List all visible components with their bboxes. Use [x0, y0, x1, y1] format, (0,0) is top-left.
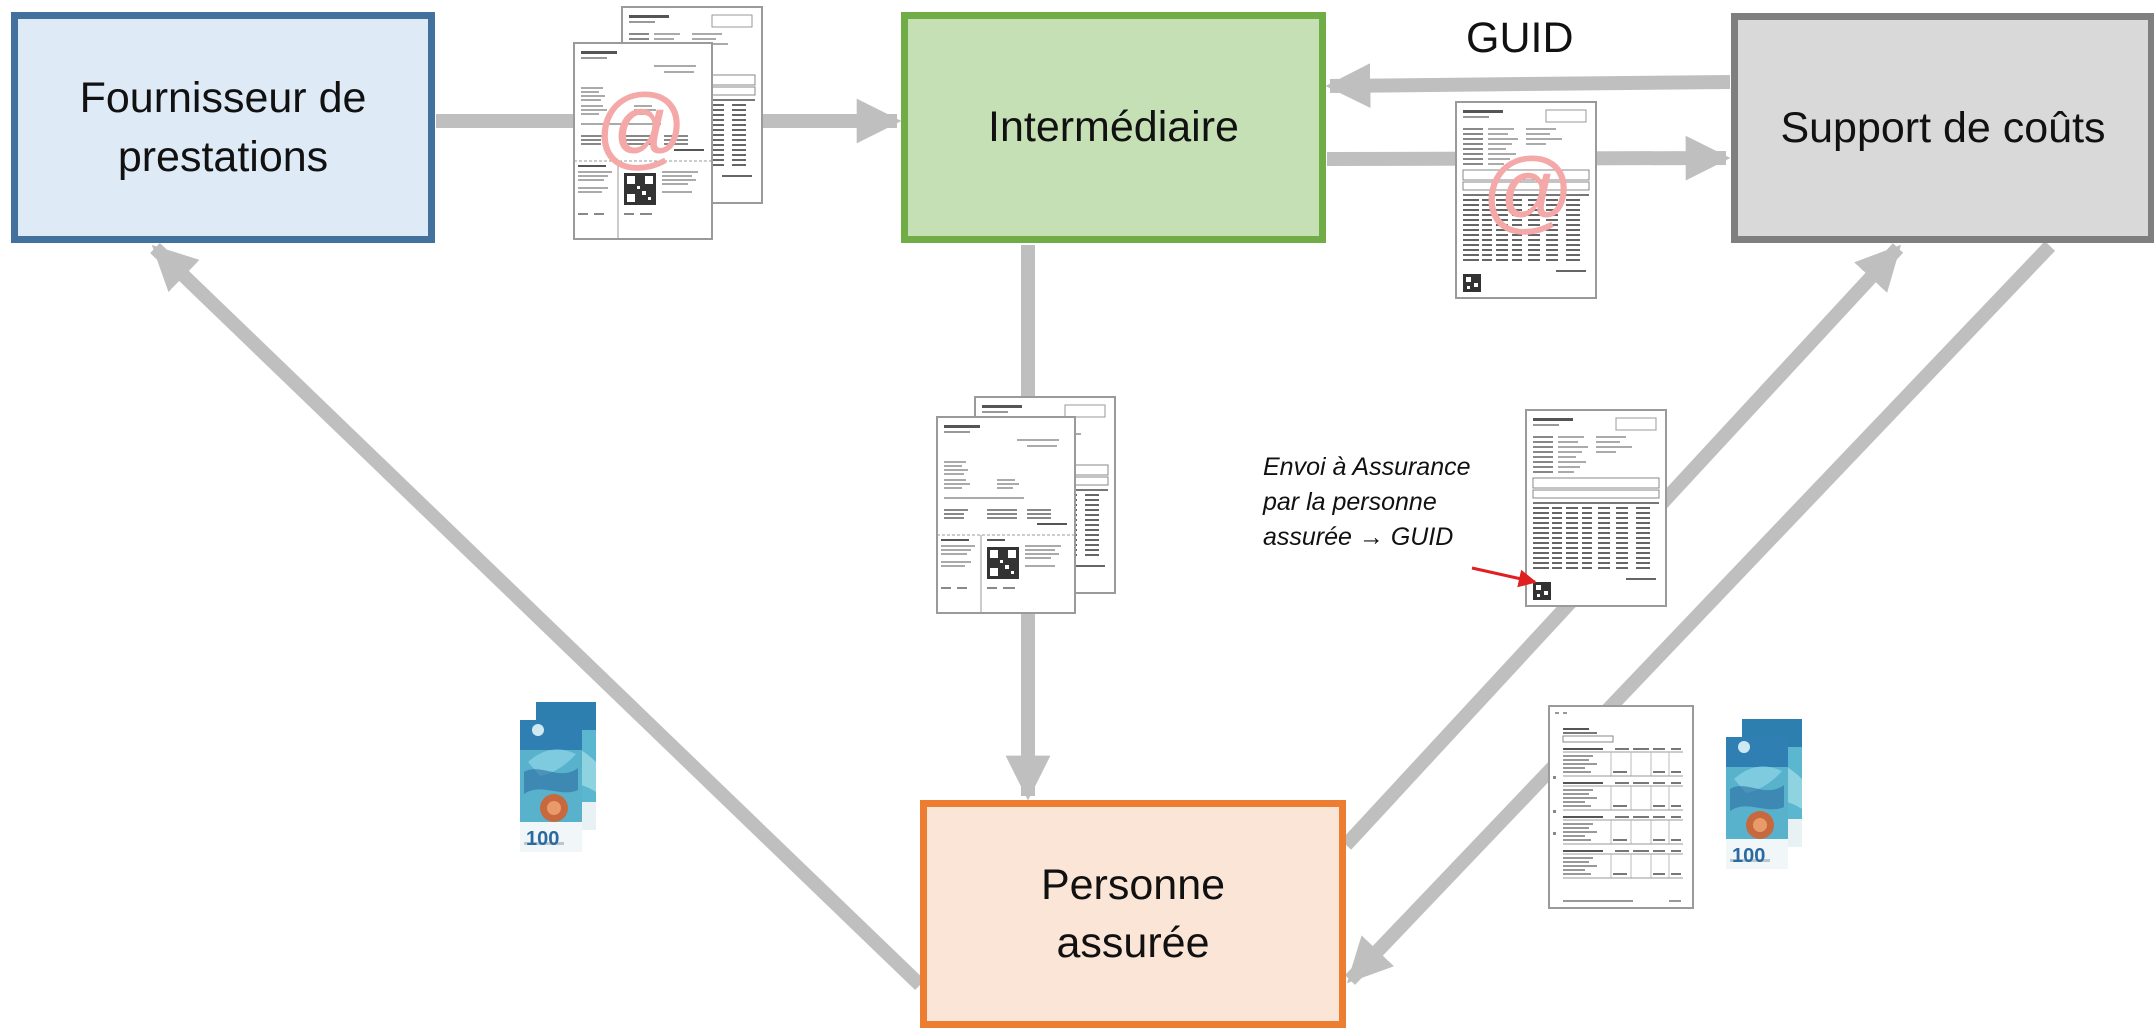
email-symbol: @	[1481, 140, 1574, 242]
document-stack-provider: @	[573, 6, 763, 240]
document-forward-to-cost: @	[1455, 101, 1597, 299]
node-label: Fournisseur de	[79, 74, 367, 123]
document-sent-by-insured	[1525, 409, 1667, 607]
node-label: Intermédiaire	[988, 103, 1239, 152]
banknote-right: 100	[1726, 719, 1802, 869]
note-line: par la personne	[1263, 488, 1437, 516]
banknote-value: 100	[1732, 845, 1765, 867]
guid-label: GUID	[1466, 14, 1574, 62]
arrow-cost-to-intermediary-guid	[1325, 63, 1731, 108]
node-intermediary: Intermédiaire	[901, 12, 1326, 243]
email-symbol: @	[594, 76, 687, 178]
node-insured-person: Personne assurée	[920, 800, 1346, 1028]
reimbursement-statement	[1549, 706, 1693, 908]
arrow-insured-to-provider	[150, 242, 925, 991]
node-label: prestations	[117, 132, 329, 181]
node-label: Personne	[1040, 860, 1226, 909]
node-provider: Fournisseur de prestations	[11, 12, 435, 243]
node-label: Support de coûts	[1780, 103, 2106, 152]
document-stack-to-insured	[936, 396, 1116, 614]
arrow-cost-to-insured	[1344, 241, 2056, 985]
node-label: assurée	[1056, 919, 1210, 967]
note-line: Envoi à Assurance	[1263, 453, 1471, 481]
banknote-left: 100	[520, 702, 596, 852]
annotation-note: Envoi à Assurance par la personne assuré…	[1263, 450, 1493, 555]
node-cost-bearer: Support de coûts	[1731, 13, 2154, 243]
banknote-value: 100	[526, 828, 559, 850]
red-pointer-arrow	[1471, 566, 1537, 588]
note-line: assurée → GUID	[1263, 523, 1454, 551]
